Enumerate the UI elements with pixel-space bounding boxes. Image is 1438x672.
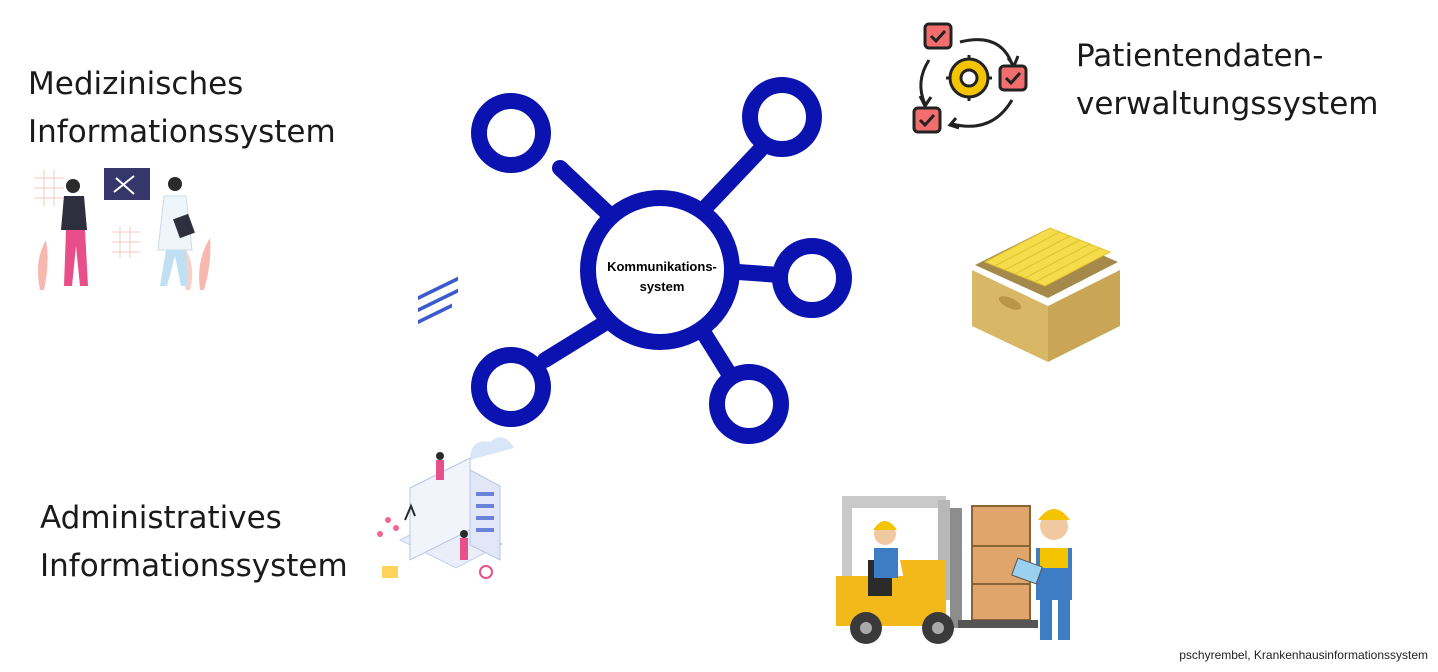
spoke [697,142,768,216]
node-circle [471,93,551,173]
administrative-information-system-label: Administratives Informationssystem [40,494,348,590]
node-circle [742,77,822,157]
isometric-data-center-illustration [377,276,514,579]
patient-data-system-label: Patientendaten- verwaltungssystem [1076,32,1378,128]
file-box-icon [972,227,1120,362]
label-line: Administratives [40,500,282,536]
gear-cycle-checklist-icon [912,22,1028,134]
spoke [537,315,613,368]
label-line: verwaltungssystem [1076,86,1379,122]
label-line: Medizinisches [28,66,244,102]
label-line: Informationssystem [28,114,336,150]
node-circle [709,364,789,444]
source-caption: pschyrembel, Krankenhausinformationssyst… [1179,648,1428,662]
node-circle [471,347,551,427]
hub-label-line2: system [640,279,685,294]
communication-network-icon [471,77,852,444]
forklift-workers-illustration [836,496,1072,644]
medical-information-system-label: Medizinisches Informationssystem [28,60,336,156]
doctors-xray-illustration [34,168,211,290]
label-line: Informationssystem [40,548,348,584]
label-line: Patientendaten- [1076,38,1324,74]
node-circle [772,238,852,318]
hub-label-line1: Kommunikations- [607,259,717,274]
hub-circle [580,190,740,350]
spoke [697,327,736,380]
